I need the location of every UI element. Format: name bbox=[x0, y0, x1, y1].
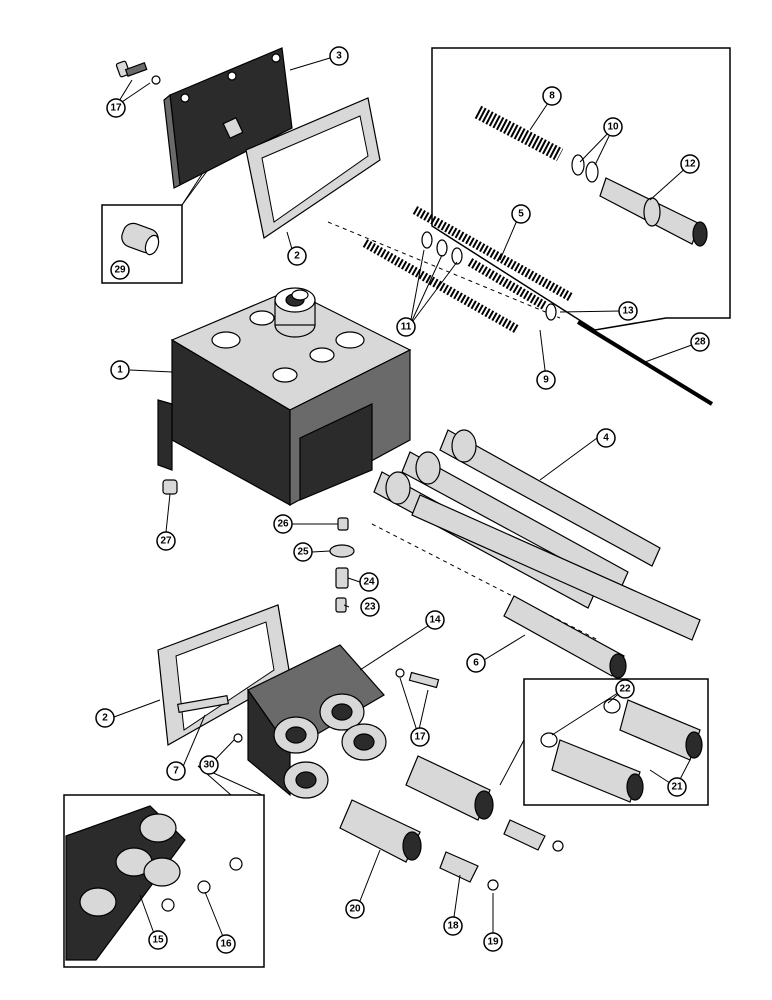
callout-1: 1 bbox=[110, 360, 130, 380]
svg-text:2: 2 bbox=[294, 251, 300, 262]
callout-29: 29 bbox=[110, 260, 130, 280]
callout-19: 19 bbox=[483, 932, 503, 952]
svg-text:9: 9 bbox=[543, 375, 549, 386]
inset-fittings bbox=[540, 698, 703, 803]
callout-17-top: 17 bbox=[106, 98, 126, 118]
callout-28: 28 bbox=[690, 332, 710, 352]
top-cover bbox=[163, 47, 293, 189]
top-gasket bbox=[245, 97, 381, 239]
valve-body bbox=[157, 287, 412, 507]
callout-20: 20 bbox=[345, 899, 365, 919]
svg-text:14: 14 bbox=[429, 615, 441, 626]
callout-27: 27 bbox=[156, 531, 176, 551]
callout-15: 15 bbox=[148, 930, 168, 950]
svg-text:3: 3 bbox=[336, 51, 342, 62]
springs bbox=[327, 206, 575, 334]
callout-10: 10 bbox=[603, 117, 623, 137]
callout-12: 12 bbox=[680, 154, 700, 174]
small-parts bbox=[162, 479, 355, 613]
plug bbox=[121, 222, 160, 256]
callout-7: 7 bbox=[166, 761, 186, 781]
svg-text:6: 6 bbox=[473, 658, 479, 669]
callout-4: 4 bbox=[596, 428, 616, 448]
inset-parts bbox=[474, 105, 714, 406]
svg-text:18: 18 bbox=[447, 921, 459, 932]
valve-spools bbox=[371, 429, 701, 679]
callouts: 1 2 2 3 4 5 6 7 8 9 10 11 12 13 14 15 16… bbox=[95, 46, 710, 954]
callout-2-top: 2 bbox=[287, 246, 307, 266]
svg-text:23: 23 bbox=[364, 602, 376, 613]
callout-3: 3 bbox=[329, 46, 349, 66]
svg-text:12: 12 bbox=[684, 159, 696, 170]
svg-text:4: 4 bbox=[603, 433, 609, 444]
callout-2-bottom: 2 bbox=[95, 708, 115, 728]
callout-9: 9 bbox=[536, 370, 556, 390]
svg-text:25: 25 bbox=[297, 547, 309, 558]
svg-text:7: 7 bbox=[173, 766, 179, 777]
svg-text:28: 28 bbox=[694, 337, 706, 348]
callout-6: 6 bbox=[466, 653, 486, 673]
callout-13: 13 bbox=[618, 301, 638, 321]
spring-detail-frame bbox=[431, 47, 731, 331]
svg-text:30: 30 bbox=[203, 760, 215, 771]
callout-11: 11 bbox=[396, 317, 416, 337]
svg-text:17: 17 bbox=[414, 732, 426, 743]
inset-ports bbox=[65, 805, 243, 961]
callout-14: 14 bbox=[425, 610, 445, 630]
callout-30: 30 bbox=[199, 755, 219, 775]
port-detail-frame bbox=[63, 794, 265, 968]
svg-text:15: 15 bbox=[152, 935, 164, 946]
svg-text:17: 17 bbox=[110, 103, 122, 114]
svg-text:29: 29 bbox=[114, 265, 126, 276]
fitting-detail-frame bbox=[523, 678, 709, 806]
svg-text:2: 2 bbox=[102, 713, 108, 724]
svg-text:20: 20 bbox=[349, 904, 361, 915]
callout-17-bottom: 17 bbox=[410, 727, 430, 747]
svg-text:16: 16 bbox=[220, 939, 232, 950]
svg-text:21: 21 bbox=[671, 782, 683, 793]
cover-screw bbox=[115, 60, 161, 85]
callout-18: 18 bbox=[443, 916, 463, 936]
callout-5: 5 bbox=[511, 204, 531, 224]
svg-text:11: 11 bbox=[401, 322, 412, 333]
svg-text:13: 13 bbox=[622, 306, 634, 317]
callout-8: 8 bbox=[542, 86, 562, 106]
svg-text:1: 1 bbox=[117, 365, 123, 376]
svg-text:24: 24 bbox=[363, 577, 375, 588]
callout-22: 22 bbox=[615, 679, 635, 699]
callout-26: 26 bbox=[273, 514, 293, 534]
plug-detail-frame bbox=[101, 204, 183, 284]
fittings bbox=[339, 668, 564, 891]
svg-text:27: 27 bbox=[160, 536, 172, 547]
callout-16: 16 bbox=[216, 934, 236, 954]
svg-text:22: 22 bbox=[619, 684, 631, 695]
callout-21: 21 bbox=[667, 777, 687, 797]
callout-25: 25 bbox=[293, 542, 313, 562]
svg-text:26: 26 bbox=[277, 519, 289, 530]
svg-text:19: 19 bbox=[487, 937, 499, 948]
callout-24: 24 bbox=[359, 572, 379, 592]
svg-text:8: 8 bbox=[549, 91, 555, 102]
svg-text:10: 10 bbox=[607, 122, 619, 133]
outlet-body bbox=[176, 644, 387, 799]
callout-23: 23 bbox=[360, 597, 380, 617]
svg-text:5: 5 bbox=[518, 209, 524, 220]
